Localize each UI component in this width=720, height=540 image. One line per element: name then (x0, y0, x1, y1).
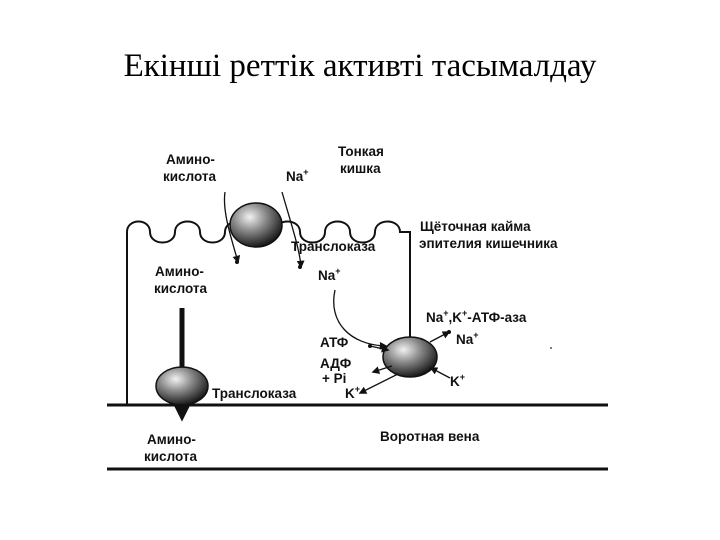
label-amino-acid-mid: Амино- (155, 264, 204, 279)
na-entry-arrow (281, 191, 305, 269)
k-in-arrow (429, 367, 451, 379)
label-pi: + Pi (322, 371, 346, 386)
label-small-intestine: Тонкая (338, 144, 384, 159)
label-portal-vein: Воротная вена (380, 429, 480, 444)
k-to-translocase-arrow (358, 373, 399, 394)
label-brush-border: эпителия кишечника (419, 236, 558, 251)
label-amino-acid-bottom: кислота (144, 449, 197, 464)
label-small-intestine: кишка (340, 161, 381, 176)
label-amino-acid-top: Амино- (166, 152, 215, 167)
dot-marker (368, 344, 372, 348)
label-amino-acid-bottom: Амино- (147, 432, 196, 447)
adp-arrow (371, 365, 393, 374)
label-na-top: Na+ (286, 167, 309, 184)
label-k-bottom: K+ (345, 384, 360, 401)
na-flow-to-pump-arrow (333, 289, 388, 350)
label-na-pump: Na+ (456, 330, 479, 347)
dot-marker (447, 330, 451, 334)
label-amino-acid-mid: кислота (154, 281, 207, 296)
dot-marker (550, 347, 552, 349)
basal-translocase-sphere (155, 366, 209, 406)
dot-marker (298, 265, 302, 269)
atp-arrow (369, 344, 390, 353)
na-k-atpase-sphere (382, 336, 438, 378)
amino-acid-entry-arrow (223, 191, 241, 264)
label-adp: АДФ (320, 356, 352, 371)
label-brush-border: Щёточная кайма (420, 219, 531, 234)
slide-title: Екінші реттік активті тасымалдау (123, 48, 597, 84)
apical-translocase-sphere (229, 202, 283, 248)
dot-marker (235, 260, 239, 264)
label-translocase-bottom: Транслоказа (212, 386, 297, 401)
label-k-pump: K+ (450, 372, 465, 389)
label-atp: АТФ (320, 335, 349, 350)
na-out-arrow (429, 331, 451, 343)
label-na-k-atpase: Na+,K+-АТФ-аза (426, 308, 527, 325)
label-translocase-top: Транслоказа (291, 239, 376, 254)
label-na-mid: Na+ (318, 266, 341, 283)
label-amino-acid-top: кислота (163, 169, 216, 184)
